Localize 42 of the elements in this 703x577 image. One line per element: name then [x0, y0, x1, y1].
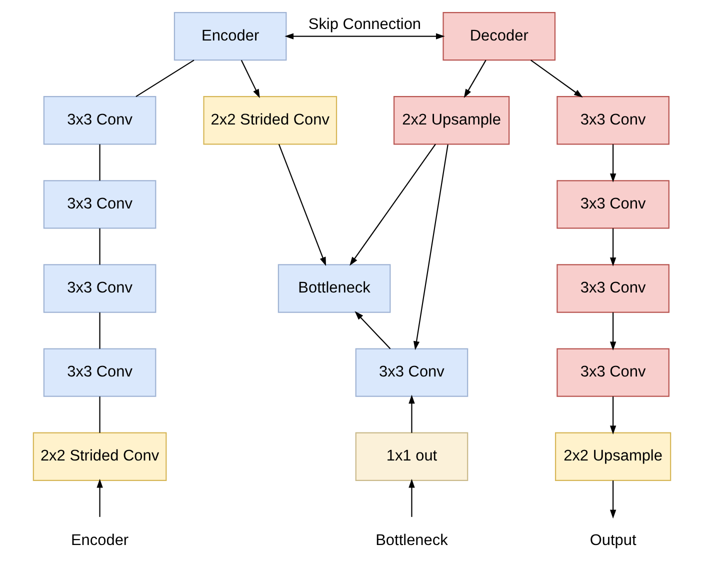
node-box: 2x2 Strided Conv — [202, 96, 337, 145]
node-box: 3x3 Conv — [556, 264, 669, 313]
node-box: 3x3 Conv — [42, 180, 156, 229]
node-box: 3x3 Conv — [556, 96, 669, 145]
node-box: 1x1 out — [354, 432, 468, 481]
node-text: Encoder — [70, 532, 128, 549]
node-box: 3x3 Conv — [42, 348, 156, 397]
edge-label: Skip Connection — [308, 16, 421, 33]
arrow — [530, 60, 582, 98]
node-box: 2x2 Strided Conv — [32, 432, 166, 481]
connector — [98, 144, 100, 181]
node-box: 3x3 Conv — [42, 264, 156, 313]
arrow — [354, 311, 390, 350]
node-box: 3x3 Conv — [354, 348, 468, 397]
connector — [98, 396, 100, 433]
node-box: 3x3 Conv — [556, 348, 669, 397]
arrow — [412, 144, 448, 350]
arrow — [278, 144, 326, 266]
arrow — [240, 60, 260, 98]
node-box: 3x3 Conv — [42, 96, 156, 145]
arrow — [349, 144, 436, 266]
arrow — [609, 480, 616, 519]
arrow — [463, 60, 486, 98]
arrow — [609, 396, 616, 435]
arrow — [609, 144, 616, 182]
arrow — [96, 478, 102, 517]
node-text: Output — [589, 532, 636, 549]
connector — [98, 312, 100, 349]
node-box: Encoder — [173, 12, 286, 61]
connector — [98, 228, 100, 265]
arrow — [408, 478, 414, 517]
node-box: Decoder — [442, 12, 556, 61]
node-box: Bottleneck — [277, 264, 390, 313]
arrow — [284, 33, 444, 40]
arrow — [609, 228, 616, 266]
node-box: 2x2 Upsample — [392, 96, 510, 145]
node-text: Bottleneck — [375, 532, 448, 549]
arrow — [609, 312, 616, 350]
node-box: 3x3 Conv — [556, 180, 669, 229]
connector — [135, 60, 194, 98]
arrow — [408, 394, 414, 433]
node-box: 2x2 Upsample — [554, 432, 671, 481]
